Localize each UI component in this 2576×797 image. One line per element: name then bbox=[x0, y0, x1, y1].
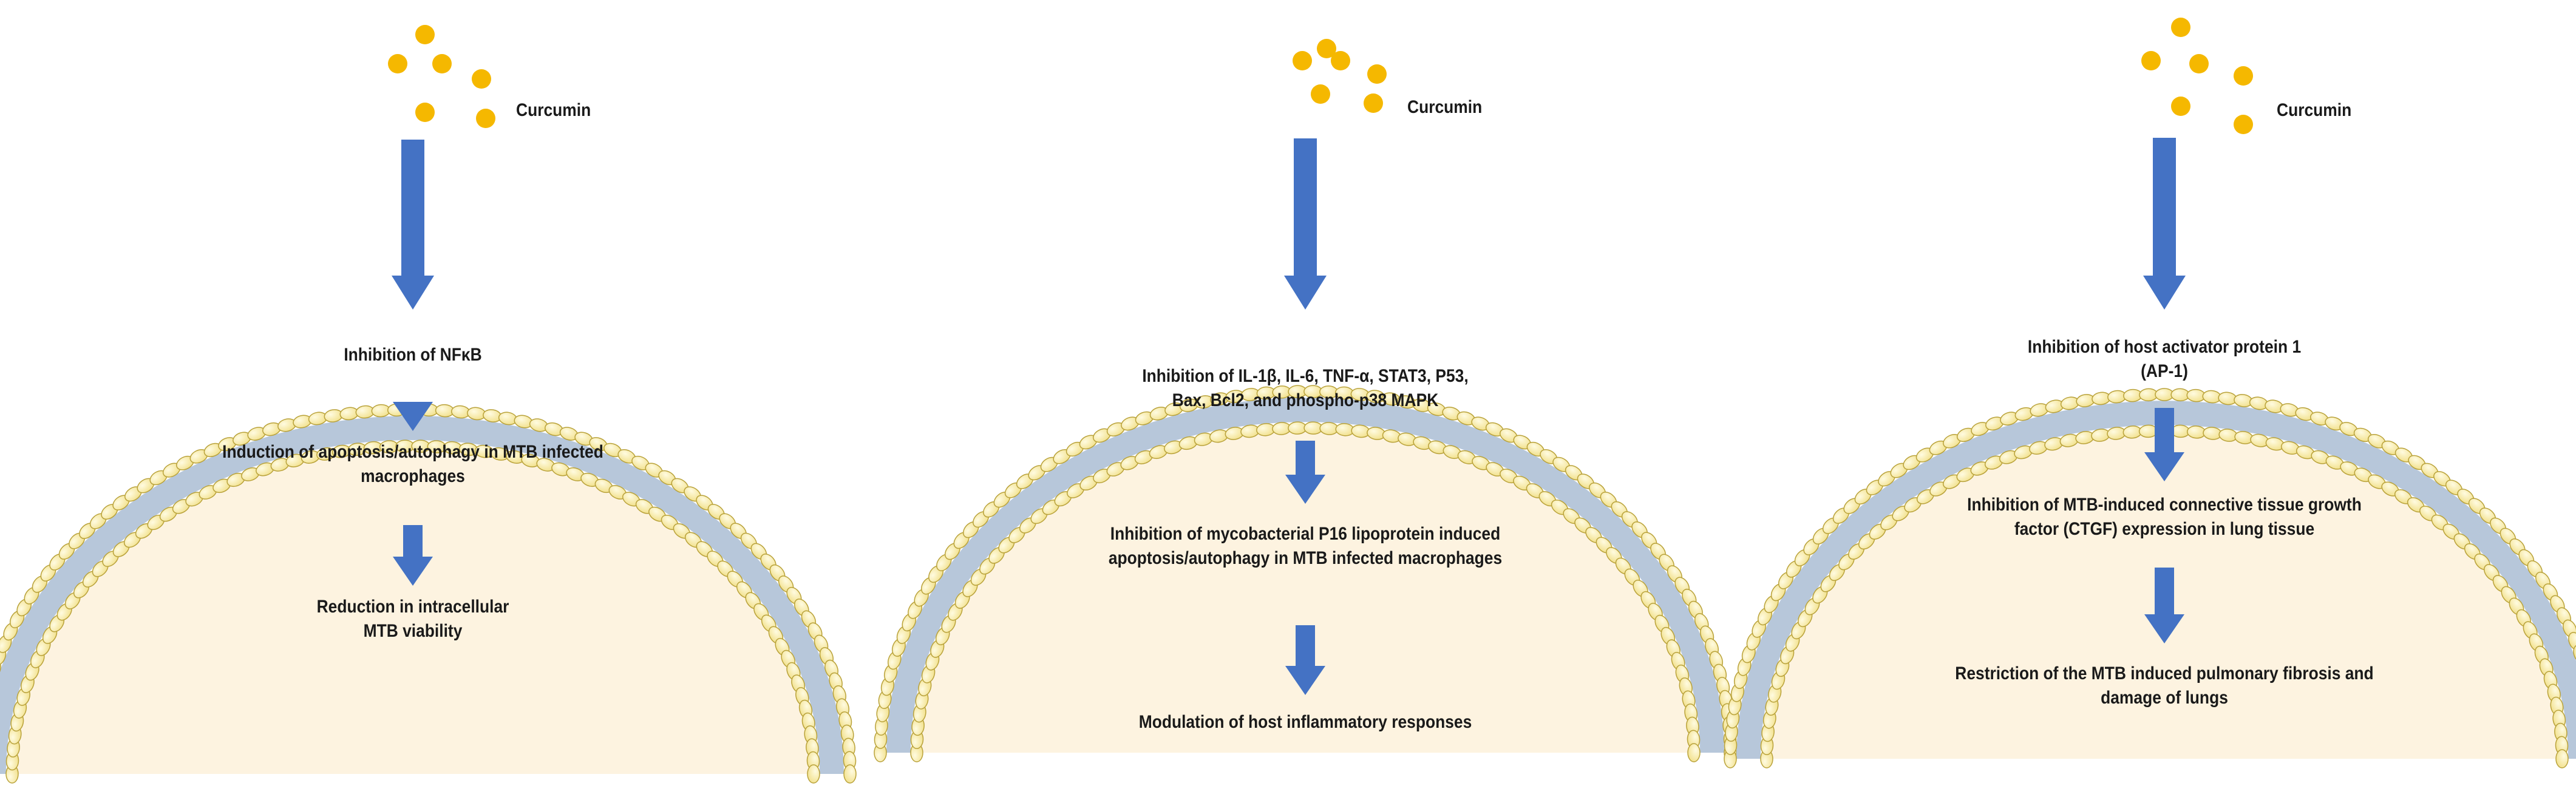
curcumin-dot bbox=[432, 54, 452, 73]
step-text-line: Inhibition of mycobacterial P16 lipoprot… bbox=[1110, 524, 1501, 544]
curcumin-molecules bbox=[2141, 18, 2253, 134]
curcumin-molecules bbox=[388, 25, 495, 128]
curcumin-dot bbox=[1364, 93, 1383, 113]
curcumin-dot bbox=[1317, 39, 1336, 58]
step-text-2: Inhibition of MTB-induced connective tis… bbox=[1886, 493, 2442, 541]
step-text-2: Induction of apoptosis/autophagy in MTB … bbox=[135, 440, 690, 489]
membrane-bilayer bbox=[874, 385, 1737, 762]
membrane-diagram bbox=[0, 25, 857, 784]
step-text-3: Restriction of the MTB induced pulmonary… bbox=[1886, 662, 2442, 710]
step-arrow-icon bbox=[2144, 408, 2184, 481]
step-text-line: (AP-1) bbox=[2141, 361, 2188, 382]
cytoplasm bbox=[12, 446, 814, 774]
membrane-bilayer bbox=[0, 403, 857, 784]
curcumin-dot bbox=[1311, 84, 1330, 104]
step-text-line: apoptosis/autophagy in MTB infected macr… bbox=[1108, 548, 1503, 569]
step-text-line: Restriction of the MTB induced pulmonary… bbox=[1955, 663, 2374, 683]
curcumin-dot bbox=[1293, 51, 1312, 70]
step-arrow-icon bbox=[393, 402, 433, 431]
step-arrow-icon bbox=[1285, 441, 1325, 504]
membrane-diagram bbox=[874, 39, 1737, 762]
entry-arrow-icon bbox=[2143, 138, 2186, 310]
membrane-bilayer bbox=[1724, 388, 2576, 768]
step-text-line: Inhibition of IL-1β, IL-6, TNF-α, STAT3,… bbox=[1142, 366, 1469, 386]
step-text-line: Modulation of host inflammatory response… bbox=[1138, 712, 1472, 732]
step-text-line: macrophages bbox=[361, 466, 465, 487]
curcumin-dot bbox=[1331, 51, 1350, 70]
curcumin-dot bbox=[472, 69, 491, 89]
curcumin-dot bbox=[415, 25, 435, 44]
step-text-line: MTB viability bbox=[363, 621, 463, 642]
step-text-line: Bax, Bcl2, and phospho-p38 MAPK bbox=[1172, 390, 1439, 411]
panel-nfkb-pathway: Curcumin Inhibition of NFκB Induction of… bbox=[0, 0, 857, 797]
curcumin-dot bbox=[1367, 64, 1387, 84]
step-text-line: Inhibition of MTB-induced connective tis… bbox=[1967, 495, 2362, 515]
curcumin-label: Curcumin bbox=[516, 100, 591, 120]
membrane-tails bbox=[886, 398, 1724, 753]
membrane-diagram bbox=[1724, 18, 2576, 768]
step-text-line: Inhibition of NFκB bbox=[344, 345, 482, 365]
panel-cytokine-pathway: Curcumin Inhibition of IL-1β, IL-6, TNF-… bbox=[850, 0, 1748, 797]
step-text-1: Inhibition of host activator protein 1 (A… bbox=[1886, 335, 2442, 384]
step-arrow-icon bbox=[393, 525, 433, 586]
step-text-1: Inhibition of NFκB bbox=[135, 343, 690, 367]
step-text-line: factor (CTGF) expression in lung tissue bbox=[2014, 519, 2315, 540]
curcumin-label: Curcumin bbox=[2277, 100, 2352, 120]
step-arrow-icon bbox=[1285, 625, 1325, 695]
cytoplasm bbox=[917, 428, 1694, 753]
panel-ap1-pathway: Curcumin Inhibition of host activator pr… bbox=[1724, 0, 2576, 797]
step-text-line: Induction of apoptosis/autophagy in MTB … bbox=[222, 442, 603, 462]
curcumin-dot bbox=[2189, 54, 2209, 73]
curcumin-molecules bbox=[1293, 39, 1387, 113]
step-text-line: Reduction in intracellular bbox=[316, 597, 509, 617]
curcumin-dot bbox=[2171, 18, 2190, 37]
step-text-line: damage of lungs bbox=[2101, 688, 2228, 708]
step-text-2: Inhibition of mycobacterial P16 lipoprot… bbox=[1027, 522, 1583, 571]
entry-arrow-icon bbox=[392, 140, 434, 310]
curcumin-dot bbox=[2234, 66, 2253, 86]
curcumin-dot bbox=[2234, 115, 2253, 134]
curcumin-dot bbox=[476, 109, 495, 128]
step-text-3: Modulation of host inflammatory response… bbox=[1027, 710, 1583, 734]
curcumin-dot bbox=[388, 54, 407, 73]
curcumin-dot bbox=[2171, 97, 2190, 116]
curcumin-dot bbox=[2141, 51, 2161, 70]
curcumin-dot bbox=[415, 103, 435, 122]
entry-arrow-icon bbox=[1284, 138, 1327, 310]
step-text-line: Inhibition of host activator protein 1 bbox=[2027, 337, 2302, 357]
step-arrow-icon bbox=[2144, 568, 2184, 643]
curcumin-label: Curcumin bbox=[1407, 97, 1483, 117]
step-text-1: Inhibition of IL-1β, IL-6, TNF-α, STAT3,… bbox=[1027, 364, 1583, 413]
